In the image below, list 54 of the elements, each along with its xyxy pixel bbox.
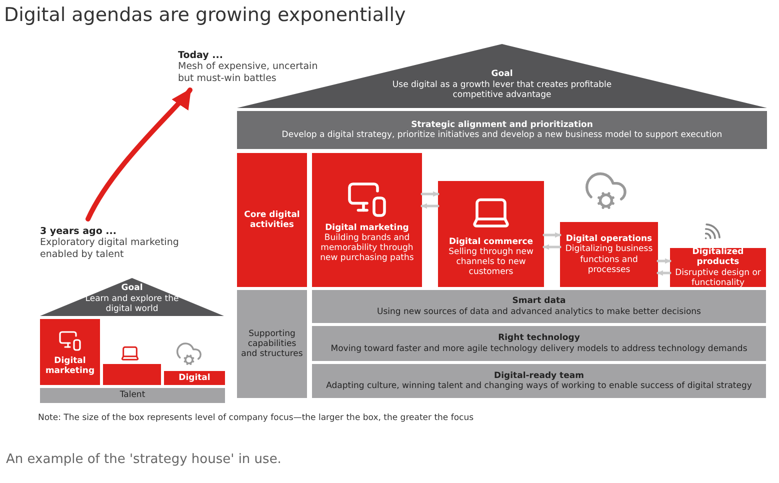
activity-box: [670, 248, 766, 287]
title: Digital agendas are growing exponentially: [4, 4, 406, 26]
capability-box: [312, 364, 766, 398]
arrow: [656, 258, 672, 264]
arrow: [656, 270, 672, 276]
heading: Goal: [121, 283, 143, 294]
capability-box: [312, 290, 766, 323]
description: Exploratory digital marketing enabled by talent: [40, 237, 180, 260]
heading: Strategic alignment and prioritization: [411, 120, 593, 130]
arrow: [542, 232, 562, 238]
arrow: [86, 88, 192, 222]
heading: 3 years ago ...: [40, 226, 116, 238]
activity-box: [438, 181, 544, 287]
heading: Digital-ready team: [494, 370, 584, 381]
capability-box: [40, 388, 225, 403]
label-text: Disruptive design or functionality: [674, 268, 762, 288]
label-text: Talent: [120, 390, 146, 401]
label-text: Selling through new channels to new customers: [448, 246, 534, 278]
label-text: Supporting capabilities and structures: [240, 328, 304, 360]
label-text: Adapting culture, winning talent and changing ways of working to enable success of digital strategy: [326, 381, 752, 392]
activity-box: [103, 364, 161, 385]
arrow: [420, 191, 440, 197]
note: Note: The size of the box represents level of company focus—the larger the box, the greater the focus: [38, 413, 474, 423]
label-text: Using new sources of data and advanced analytics to make better decisions: [377, 306, 701, 317]
activity-box: [560, 222, 658, 287]
activity-box: [312, 153, 422, 287]
label-text: Use digital as a growth lever that creates profitable competitive advantage: [391, 80, 613, 100]
activity-box: [164, 371, 225, 385]
description: Mesh of expensive, uncertain but must-win battles: [178, 61, 319, 84]
heading: Digital operations: [566, 234, 652, 244]
heading: Digitalized products: [691, 247, 745, 268]
label-text: Develop a digital strategy, prioritize initiatives and develop a new business model to support execution: [282, 130, 722, 140]
heading: Digital marketing: [44, 356, 96, 376]
label-text: Building brands and memorability through new purchasing paths: [319, 232, 415, 264]
heading: Digital marketing: [325, 222, 409, 233]
heading: Digital: [178, 372, 210, 384]
heading: Today ...: [178, 50, 223, 62]
heading: Goal: [491, 69, 513, 80]
activity-box: [237, 153, 307, 287]
heading: Core digital activities: [243, 210, 301, 230]
label-text: Learn and explore the digital world: [84, 294, 180, 314]
band: [237, 111, 767, 149]
heading: Digital commerce: [449, 236, 533, 247]
caption: An example of the 'strategy house' in use.: [6, 452, 282, 467]
heading: Right technology: [498, 333, 580, 344]
label-text: Digitalizing business functions and processes: [564, 244, 654, 275]
label-text: Moving toward faster and more agile technology delivery models to address technology demands: [330, 344, 748, 354]
arrow: [542, 244, 562, 250]
arrow: [420, 203, 440, 209]
capability-box: [237, 290, 307, 398]
capability-box: [312, 326, 766, 361]
activity-box: [40, 319, 100, 385]
roof-triangle: [40, 278, 224, 316]
heading: Smart data: [512, 296, 566, 306]
